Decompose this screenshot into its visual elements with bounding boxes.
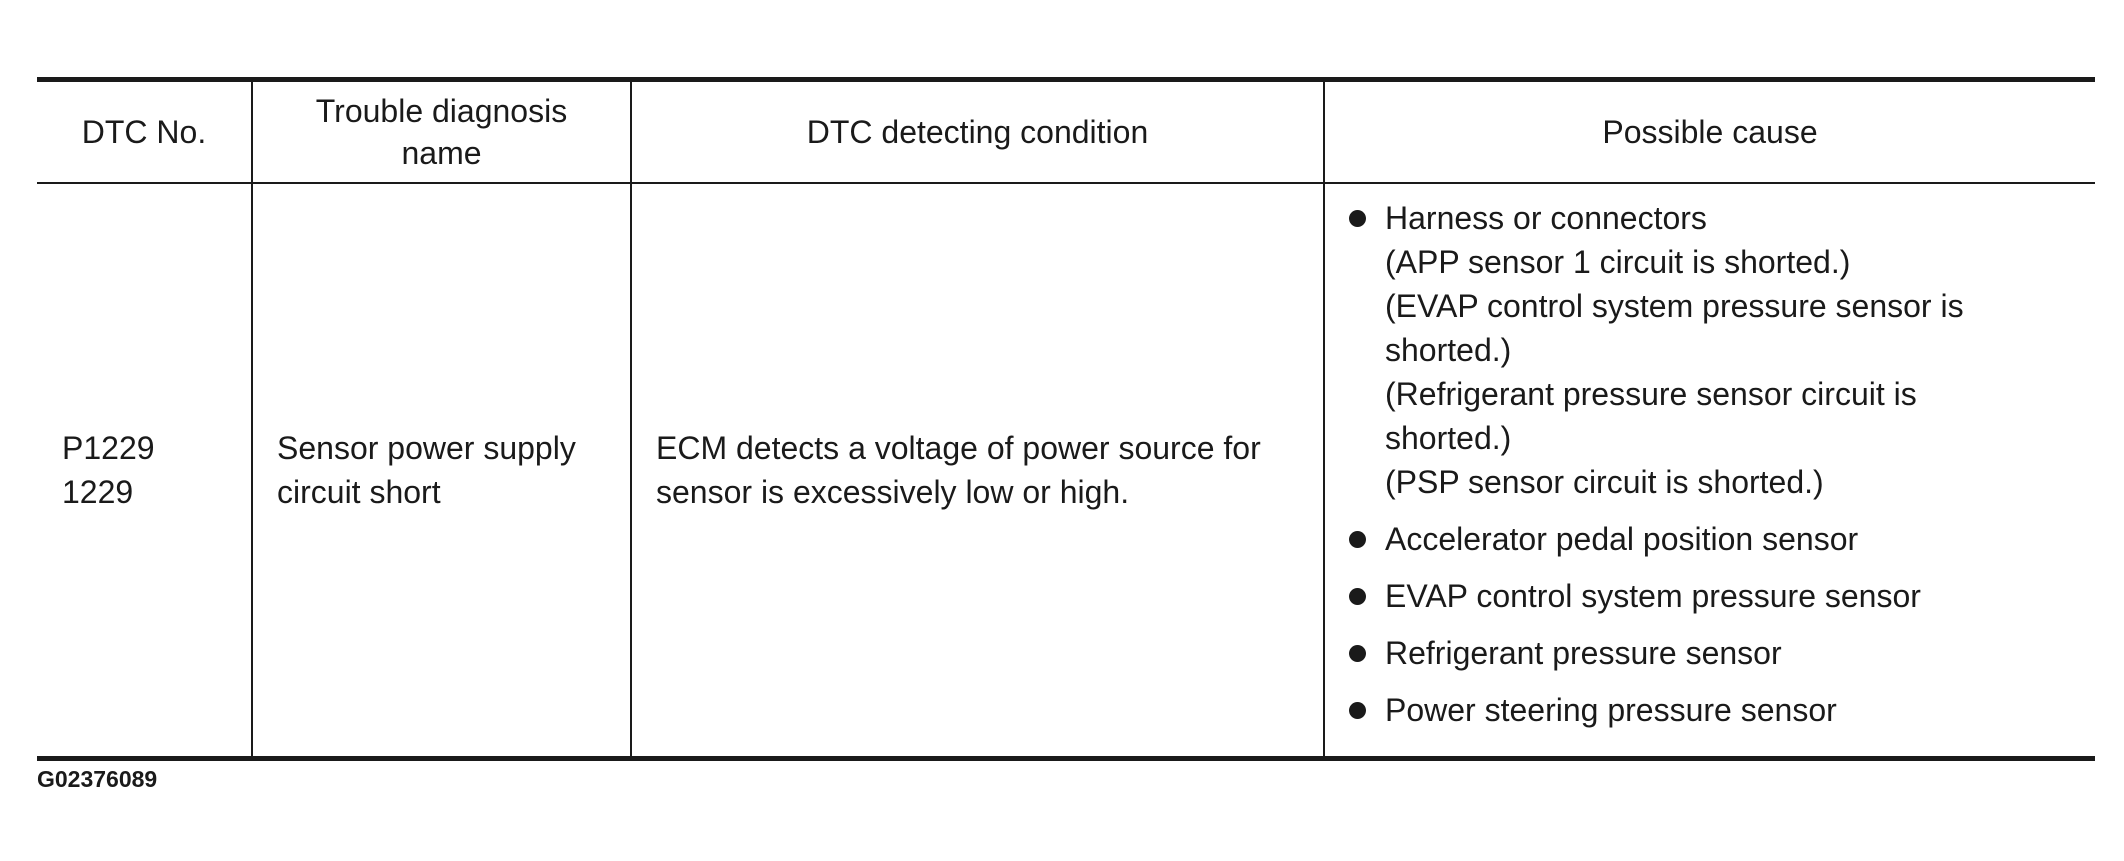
cause-label: Accelerator pedal position sensor <box>1385 521 1859 557</box>
header-possible-cause: Possible cause <box>1323 77 2095 184</box>
bullet-icon <box>1349 645 1366 662</box>
trouble-name-cell: Sensor power supply circuit short <box>251 183 631 761</box>
header-trouble-diagnosis-name-text: Trouble diagnosis name <box>315 93 568 171</box>
table-row: P1229 1229 Sensor power supply circuit s… <box>37 183 2095 761</box>
cause-label: Refrigerant pressure sensor <box>1385 635 1782 671</box>
list-item: Refrigerant pressure sensor <box>1349 631 2075 675</box>
condition-cell: ECM detects a voltage of power source fo… <box>630 183 1324 761</box>
cause-label: EVAP control system pressure sensor <box>1385 578 1921 614</box>
dtc-code-alt: 1229 <box>62 474 134 510</box>
cause-detail: (Refrigerant pressure sensor circuit is … <box>1385 376 1917 456</box>
list-item: Power steering pressure sensor <box>1349 688 2075 732</box>
header-dtc-no: DTC No. <box>37 77 252 184</box>
list-item: Harness or connectors (APP sensor 1 circ… <box>1349 196 2075 504</box>
bullet-icon <box>1349 531 1366 548</box>
dtc-number-cell: P1229 1229 <box>37 183 252 761</box>
bullet-icon <box>1349 210 1366 227</box>
trouble-name-text: Sensor power supply circuit short <box>277 430 576 510</box>
cause-detail: (APP sensor 1 circuit is shorted.) <box>1385 244 1851 280</box>
figure-code: G02376089 <box>37 766 158 792</box>
cause-label: Power steering pressure sensor <box>1385 692 1837 728</box>
condition-text: ECM detects a voltage of power source fo… <box>656 430 1261 510</box>
list-item: EVAP control system pressure sensor <box>1349 574 2075 618</box>
cause-list: Harness or connectors (APP sensor 1 circ… <box>1349 196 2075 732</box>
dtc-table: DTC No. Trouble diagnosis name DTC detec… <box>37 77 2095 761</box>
header-trouble-diagnosis-name: Trouble diagnosis name <box>251 77 631 184</box>
bullet-icon <box>1349 588 1366 605</box>
cause-label: Harness or connectors <box>1385 200 1707 236</box>
bullet-icon <box>1349 702 1366 719</box>
list-item: Accelerator pedal position sensor <box>1349 517 2075 561</box>
possible-cause-cell: Harness or connectors (APP sensor 1 circ… <box>1323 183 2095 761</box>
cause-detail: (EVAP control system pressure sensor is … <box>1385 288 1964 368</box>
header-detecting-condition: DTC detecting condition <box>630 77 1324 184</box>
header-row: DTC No. Trouble diagnosis name DTC detec… <box>37 77 2095 184</box>
dtc-code: P1229 <box>62 430 155 466</box>
cause-detail: (PSP sensor circuit is shorted.) <box>1385 464 1824 500</box>
